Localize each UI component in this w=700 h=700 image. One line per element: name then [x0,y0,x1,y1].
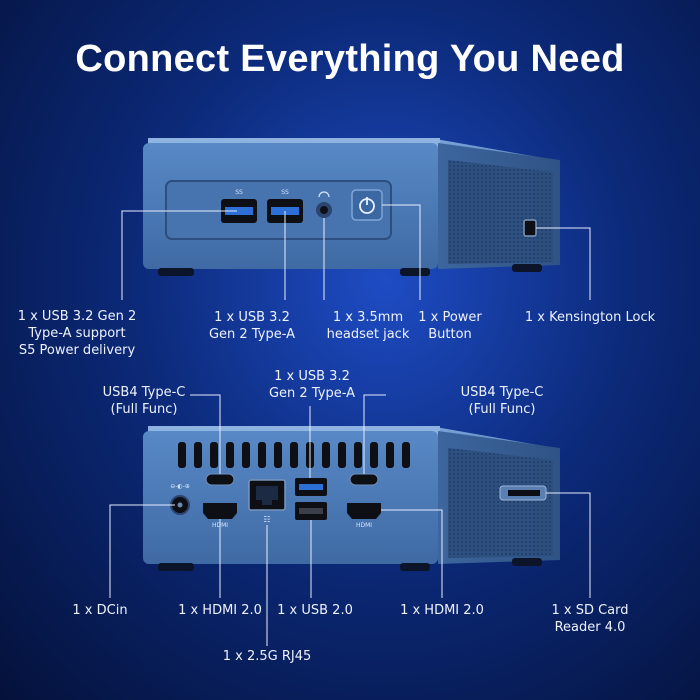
usb-c-port-left [205,473,235,486]
sd-card-slot [499,485,547,501]
label-usb32-rear: 1 x USB 3.2 Gen 2 Type-A [268,369,355,401]
label-audio-jack: 1 x 3.5mm headset jack [326,310,410,342]
foot [400,563,430,571]
device-front-vent [448,160,553,264]
ss-logo-2: SS [281,189,289,196]
bottom-callouts [109,394,591,646]
top-callouts [121,204,591,300]
label-rj45: 1 x 2.5G RJ45 [222,649,312,664]
usb-a-port-1 [221,199,257,223]
label-power-button: 1 x Power Button [418,310,482,342]
label-usb32-gen2: 1 x USB 3.2 Gen 2 Type-A [208,310,295,342]
label-usb4-right: USB4 Type-C (Full Func) [460,385,544,417]
device-rear-vent [448,448,553,558]
usb-a-port-rear-black [295,502,327,520]
page-title: Connect Everything You Need [75,38,625,80]
rear-vent-slots [178,442,410,468]
rj45-port: ☷ [248,479,286,524]
device-rear: ⊖-◐-⊕ HDMI ☷ [143,426,560,571]
svg-text:HDMI: HDMI [356,522,372,529]
label-usb32-gen2-pd: 1 x USB 3.2 Gen 2 Type-A support S5 Powe… [17,309,137,358]
power-button [351,189,383,221]
label-usb20: 1 x USB 2.0 [277,603,353,618]
svg-text:⊖-◐-⊕: ⊖-◐-⊕ [170,483,190,490]
foot [512,264,542,272]
usb-a-port-rear-blue [295,478,327,496]
label-sd-card: 1 x SD Card Reader 4.0 [551,603,629,635]
foot [158,563,194,571]
device-front: SS SS [143,138,560,276]
kensington-slot [523,219,537,237]
foot [512,558,542,566]
label-kensington-lock: 1 x Kensington Lock [524,310,656,325]
label-hdmi-left: 1 x HDMI 2.0 [178,603,262,618]
foot [400,268,430,276]
hdmi-port-right: HDMI [347,503,381,529]
label-usb4-left: USB4 Type-C (Full Func) [102,385,186,417]
dc-in-port: ⊖-◐-⊕ [170,483,190,515]
foot [158,268,194,276]
label-dcin: 1 x DCin [72,603,128,618]
ss-logo-1: SS [235,189,243,196]
svg-text:☷: ☷ [263,515,270,524]
audio-jack [316,191,332,218]
label-hdmi-right: 1 x HDMI 2.0 [400,603,484,618]
usb-c-port-right [349,473,379,486]
